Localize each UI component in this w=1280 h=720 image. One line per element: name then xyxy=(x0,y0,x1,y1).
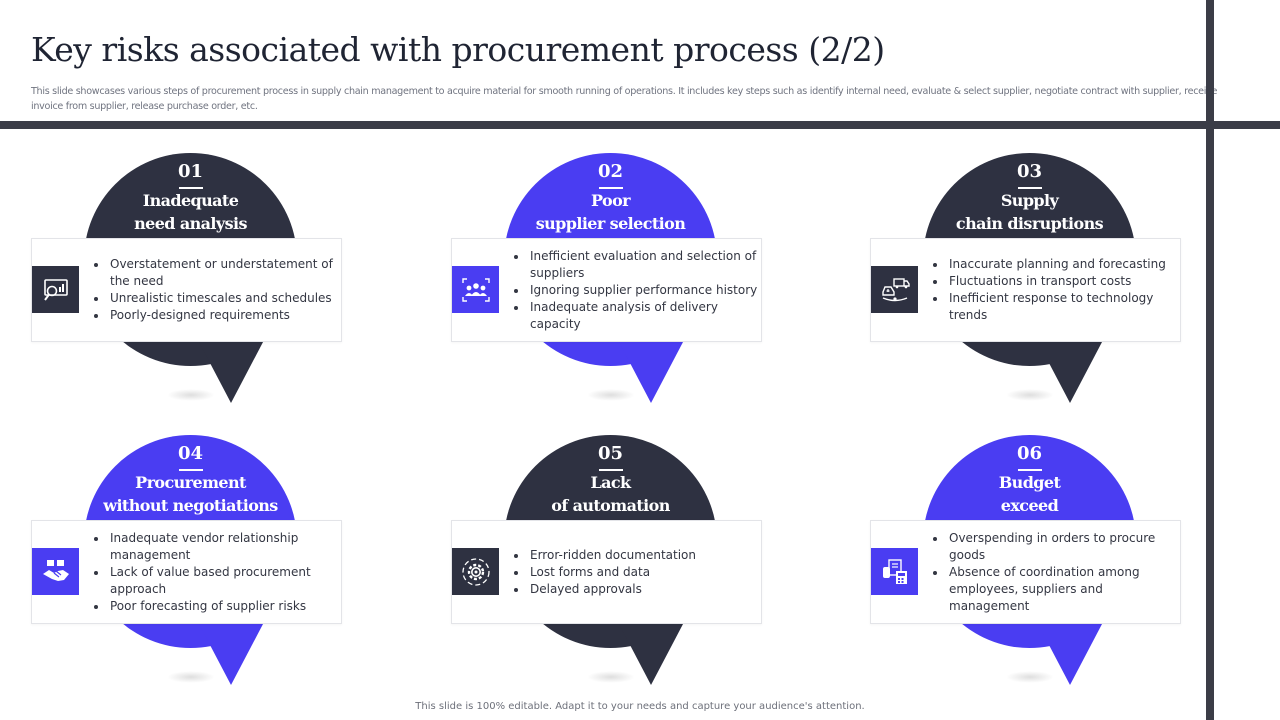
risk-card-06: 06 Budget exceed Overspending in orders … xyxy=(870,435,1182,685)
handshake-icon xyxy=(42,559,69,581)
risk-title-line1: Poor xyxy=(591,191,631,210)
risk-details-box: Overstatement or understatement of the n… xyxy=(31,238,342,342)
risk-details-box: Overspending in orders to procure goods … xyxy=(870,520,1181,624)
number-underline xyxy=(179,187,203,189)
risk-title-line1: Budget xyxy=(998,473,1061,492)
list-item: Inadequate analysis of delivery capacity xyxy=(528,299,758,333)
risk-title-line2: need analysis xyxy=(134,214,247,233)
list-item: Fluctuations in transport costs xyxy=(947,273,1177,290)
risk-card-03: 03 Supply chain disruptions Inaccurate p… xyxy=(870,153,1182,403)
risk-number: 02 xyxy=(597,161,624,182)
pointer-shadow xyxy=(167,389,215,401)
risk-title-line2: supplier selection xyxy=(535,214,686,233)
risk-title-line2: without negotiations xyxy=(103,496,278,515)
list-item: Ignoring supplier performance history xyxy=(528,282,758,299)
number-underline xyxy=(179,469,203,471)
risk-card-04: 04 Procurement without negotiations Inad… xyxy=(31,435,343,685)
risk-number: 03 xyxy=(1016,161,1043,182)
risk-details-box: Inadequate vendor relationship managemen… xyxy=(31,520,342,624)
list-item: Lost forms and data xyxy=(528,564,758,581)
risk-title-line1: Lack xyxy=(590,473,631,492)
automation-gear-icon xyxy=(461,557,490,586)
number-underline xyxy=(599,187,623,189)
number-underline xyxy=(1018,187,1042,189)
risk-title: Procurement without negotiations xyxy=(84,471,297,517)
budget-calculator-icon xyxy=(882,558,907,584)
risk-details-box: Error-ridden documentation Lost forms an… xyxy=(451,520,762,624)
number-underline xyxy=(1018,469,1042,471)
risk-bullet-list: Inadequate vendor relationship managemen… xyxy=(90,521,338,623)
list-item: Poor forecasting of supplier risks xyxy=(108,598,338,615)
risk-title-line1: Procurement xyxy=(135,473,246,492)
risk-card-01: 01 Inadequate need analysis Overstatemen… xyxy=(31,153,343,403)
list-item: Inaccurate planning and forecasting xyxy=(947,256,1177,273)
risk-bullet-list: Overspending in orders to procure goods … xyxy=(929,521,1177,623)
risk-card-02: 02 Poor supplier selection Inefficient e… xyxy=(451,153,763,403)
list-item: Error-ridden documentation xyxy=(528,547,758,564)
icon-tile xyxy=(452,548,499,595)
right-divider xyxy=(1206,0,1214,720)
list-item: Overstatement or understatement of the n… xyxy=(108,256,338,290)
risk-bullet-list: Inefficient evaluation and selection of … xyxy=(510,239,758,341)
list-item: Inefficient evaluation and selection of … xyxy=(528,248,758,282)
number-underline xyxy=(599,469,623,471)
delivery-truck-icon xyxy=(881,277,910,301)
risk-title: Supply chain disruptions xyxy=(923,189,1136,235)
risk-details-box: Inaccurate planning and forecasting Fluc… xyxy=(870,238,1181,342)
risk-title-line1: Supply xyxy=(1000,191,1059,210)
pointer-shadow xyxy=(167,671,215,683)
pointer-shadow xyxy=(587,671,635,683)
pointer-shadow xyxy=(1006,671,1054,683)
icon-tile xyxy=(871,548,918,595)
team-icon xyxy=(461,277,490,302)
risk-number: 06 xyxy=(1016,443,1043,464)
icon-tile xyxy=(871,266,918,313)
risk-number: 01 xyxy=(177,161,204,182)
risk-bullet-list: Inaccurate planning and forecasting Fluc… xyxy=(929,239,1177,341)
list-item: Overspending in orders to procure goods xyxy=(947,530,1177,564)
risk-title: Lack of automation xyxy=(504,471,717,517)
page-title: Key risks associated with procurement pr… xyxy=(31,30,885,69)
risk-number: 04 xyxy=(177,443,204,464)
header-divider xyxy=(0,121,1280,129)
list-item: Inefficient response to technology trend… xyxy=(947,290,1177,324)
risk-number: 05 xyxy=(597,443,624,464)
list-item: Unrealistic timescales and schedules xyxy=(108,290,338,307)
icon-tile xyxy=(32,548,79,595)
list-item: Delayed approvals xyxy=(528,581,758,598)
risk-bullet-list: Error-ridden documentation Lost forms an… xyxy=(510,521,758,623)
list-item: Inadequate vendor relationship managemen… xyxy=(108,530,338,564)
risk-title-line2: of automation xyxy=(551,496,670,515)
risk-title-line1: Inadequate xyxy=(142,191,239,210)
risk-title-line2: exceed xyxy=(1000,496,1059,515)
list-item: Absence of coordination among employees,… xyxy=(947,564,1177,615)
icon-tile xyxy=(32,266,79,313)
pointer-shadow xyxy=(587,389,635,401)
risk-details-box: Inefficient evaluation and selection of … xyxy=(451,238,762,342)
list-item: Poorly-designed requirements xyxy=(108,307,338,324)
risk-title: Poor supplier selection xyxy=(504,189,717,235)
list-item: Lack of value based procurement approach xyxy=(108,564,338,598)
analysis-icon xyxy=(43,278,68,301)
page-subtitle: This slide showcases various steps of pr… xyxy=(31,86,1218,112)
risk-title-line2: chain disruptions xyxy=(955,214,1104,233)
risk-bullet-list: Overstatement or understatement of the n… xyxy=(90,239,338,341)
risk-title: Inadequate need analysis xyxy=(84,189,297,235)
icon-tile xyxy=(452,266,499,313)
risk-title: Budget exceed xyxy=(923,471,1136,517)
pointer-shadow xyxy=(1006,389,1054,401)
footer-note: This slide is 100% editable. Adapt it to… xyxy=(415,701,865,712)
risk-card-05: 05 Lack of automation Error-ridden docum… xyxy=(451,435,763,685)
